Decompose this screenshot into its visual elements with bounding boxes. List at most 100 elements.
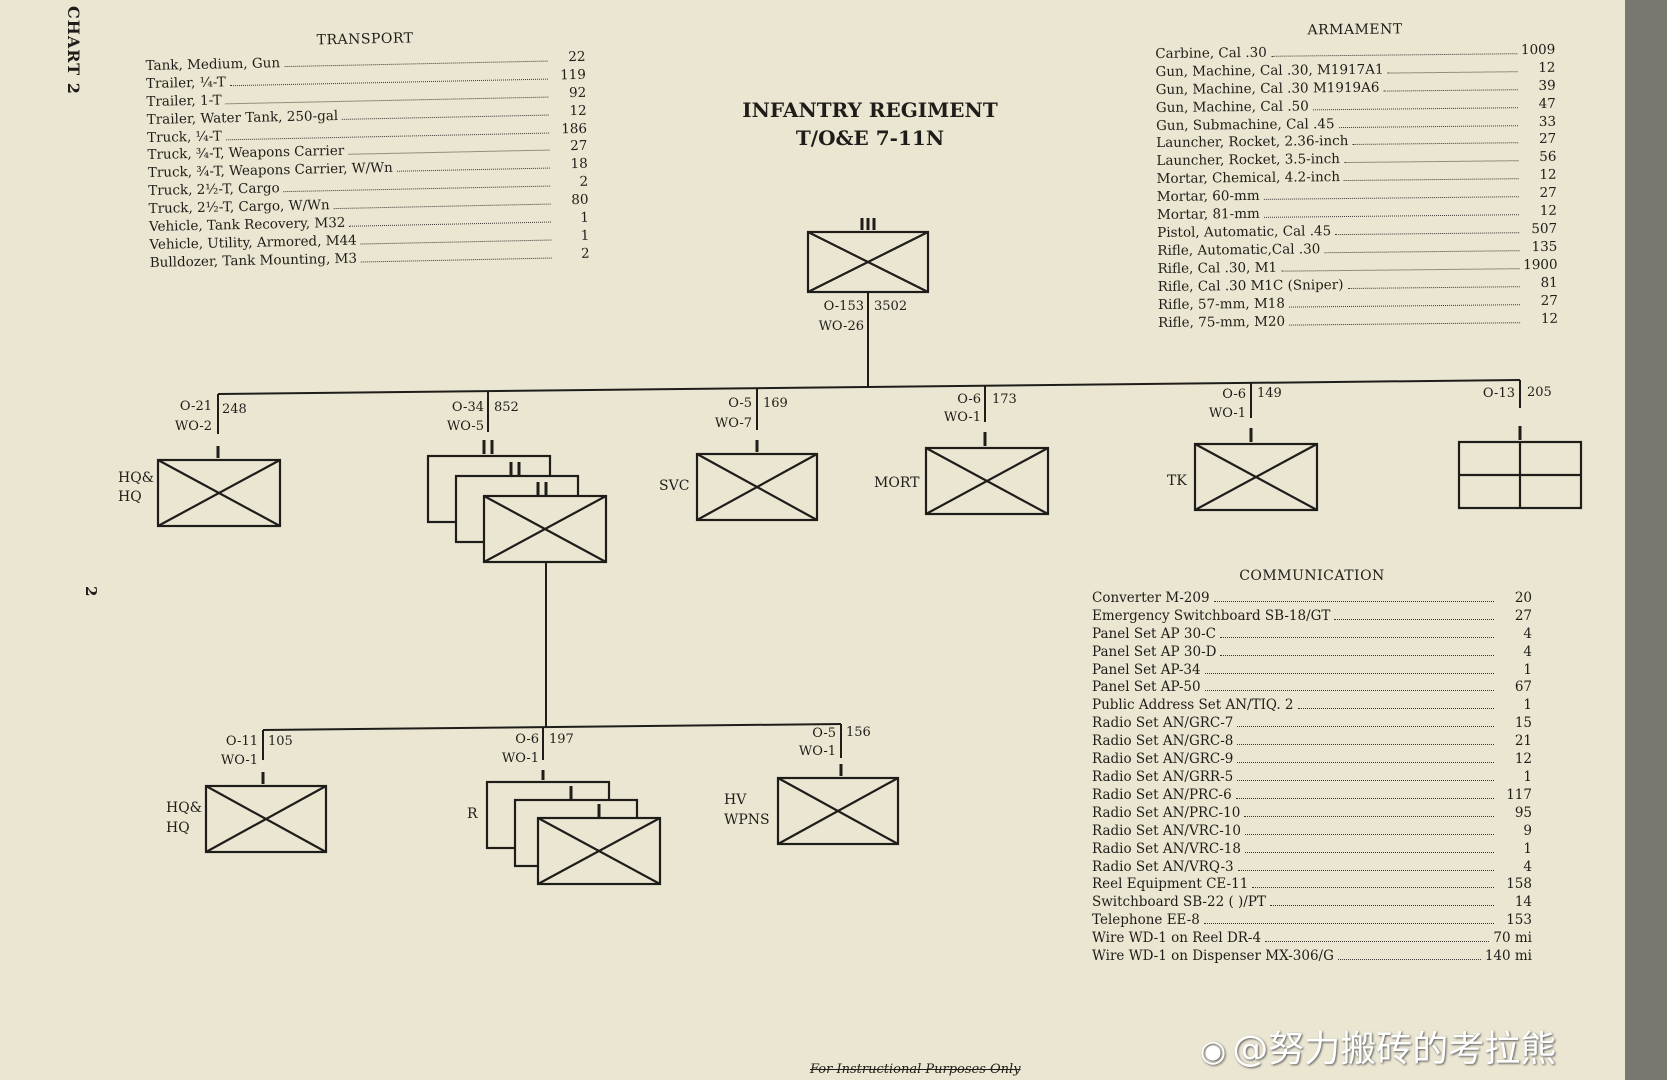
regiment-total: 3502: [874, 299, 907, 314]
item-label: Wire WD-1 on Dispenser MX-306/G: [1092, 948, 1334, 965]
tk-officers: O-6: [1222, 387, 1246, 402]
list-item: Radio Set AN/PRC-6 117: [1092, 787, 1532, 805]
rifle-unit-boxes: [485, 770, 662, 886]
communication-heading: COMMUNICATION: [1239, 568, 1385, 584]
svc-total: 169: [763, 396, 788, 411]
hq-total: 248: [222, 402, 247, 417]
item-label: Radio Set AN/VRC-18: [1092, 840, 1241, 857]
medical-officers: O-13: [1483, 386, 1515, 401]
leader-dots: [1244, 815, 1494, 817]
mort-total: 173: [992, 392, 1017, 407]
medical-unit-box: [1457, 426, 1583, 510]
leader-dots: [1219, 636, 1494, 638]
list-item: Wire WD-1 on Dispenser MX-306/G 140 mi: [1092, 948, 1532, 966]
tk-label: TK: [1167, 473, 1187, 489]
hv-wpns-unit-box: [776, 764, 900, 846]
leader-dots: [1265, 940, 1490, 943]
item-quantity: 95: [1514, 804, 1532, 821]
leader-dots: [1237, 743, 1494, 746]
weibo-logo-icon: ◉: [1200, 1034, 1227, 1069]
item-quantity: 9: [1523, 822, 1532, 839]
item-quantity: 67: [1514, 679, 1532, 696]
item-quantity: 1: [1523, 768, 1532, 785]
svc-unit-box: [695, 440, 819, 522]
rifle-total: 197: [549, 732, 574, 747]
item-label: Public Address Set AN/TIQ. 2: [1092, 697, 1294, 714]
item-quantity: 4: [1523, 625, 1532, 642]
hq-warrant: WO-2: [175, 419, 212, 434]
item-quantity: 117: [1506, 786, 1532, 803]
bn-hq-label-2: HQ: [166, 820, 190, 836]
org-chart: O-153 WO-26 3502 O-21 WO-2 248 HQ& HQ O-…: [118, 218, 1583, 886]
item-label: Converter M-209: [1092, 589, 1210, 606]
item-label: Reel Equipment CE-11: [1092, 876, 1249, 893]
mort-unit-box: [924, 432, 1050, 516]
item-label: Radio Set AN/GRC-9: [1092, 751, 1234, 768]
item-quantity: 15: [1514, 715, 1532, 732]
item-quantity: 27: [1514, 607, 1532, 624]
item-quantity: 1: [1523, 661, 1532, 678]
bn-hq-officers: O-11: [226, 734, 258, 749]
item-label: Panel Set AP 30-C: [1092, 625, 1216, 642]
hq-officers: O-21: [180, 399, 212, 414]
item-quantity: 1: [1523, 697, 1532, 714]
item-label: Panel Set AP-34: [1092, 661, 1201, 678]
battalion-bus: [262, 723, 842, 731]
hv-wpns-total: 156: [846, 725, 871, 740]
rifle-officers: O-6: [515, 732, 539, 747]
item-quantity: 21: [1514, 733, 1532, 750]
list-item: Radio Set AN/GRC-9 12: [1092, 751, 1532, 769]
item-quantity: 153: [1506, 912, 1532, 929]
item-label: Radio Set AN/PRC-6: [1092, 786, 1232, 803]
leader-dots: [1244, 851, 1494, 853]
list-item: Panel Set AP-50 67: [1092, 679, 1532, 697]
hv-wpns-label-2: WPNS: [724, 812, 770, 828]
tk-warrant: WO-1: [1209, 406, 1246, 421]
item-quantity: 20: [1514, 589, 1532, 606]
item-label: Radio Set AN/GRR-5: [1092, 768, 1234, 785]
hv-wpns-label-1: HV: [724, 792, 747, 808]
leader-dots: [1235, 797, 1494, 799]
leader-dots: [1237, 779, 1494, 781]
page-number: 2: [82, 586, 100, 597]
hq-label-2: HQ: [118, 489, 142, 505]
item-label: Switchboard SB-22 ( )/PT: [1092, 894, 1266, 911]
hq-label-1: HQ&: [118, 470, 154, 486]
chart-page: CHART 2 2 INFANTRY REGIMENT T/O&E 7-11N …: [0, 0, 1625, 1080]
list-item: Public Address Set AN/TIQ. 2 1: [1092, 697, 1532, 715]
tk-total: 149: [1257, 386, 1282, 401]
leader-dots: [1244, 833, 1494, 835]
list-item: Radio Set AN/GRR-5 1: [1092, 769, 1532, 787]
item-label: Radio Set AN/VRQ-3: [1092, 858, 1234, 875]
leader-dots: [1237, 761, 1494, 764]
title-line-1: INFANTRY REGIMENT: [742, 98, 998, 122]
item-label: Emergency Switchboard SB-18/GT: [1092, 607, 1331, 624]
item-quantity: 140 mi: [1484, 948, 1532, 965]
chart-label: CHART 2: [64, 6, 83, 95]
svc-warrant: WO-7: [715, 416, 752, 431]
bn-hq-unit-box: [204, 772, 328, 854]
item-label: Panel Set AP-50: [1092, 679, 1201, 696]
mort-officers: O-6: [957, 392, 981, 407]
item-label: Radio Set AN/PRC-10: [1092, 804, 1241, 821]
regiment-unit-box: [806, 218, 930, 320]
bn-hq-total: 105: [268, 734, 293, 749]
list-item: Panel Set AP-34 1: [1092, 662, 1532, 680]
leader-dots: [1334, 618, 1494, 620]
item-quantity: 70 mi: [1493, 930, 1532, 947]
item-quantity: 1: [1523, 840, 1532, 857]
battalion-total: 852: [494, 400, 519, 415]
svc-label: SVC: [659, 478, 689, 494]
hv-wpns-officers: O-5: [812, 726, 836, 741]
leader-dots: [1337, 958, 1481, 961]
item-quantity: 12: [1514, 751, 1532, 768]
item-label: Radio Set AN/VRC-10: [1092, 822, 1241, 839]
leader-dots: [1213, 600, 1494, 602]
item-label: Wire WD-1 on Reel DR-4: [1092, 930, 1262, 947]
